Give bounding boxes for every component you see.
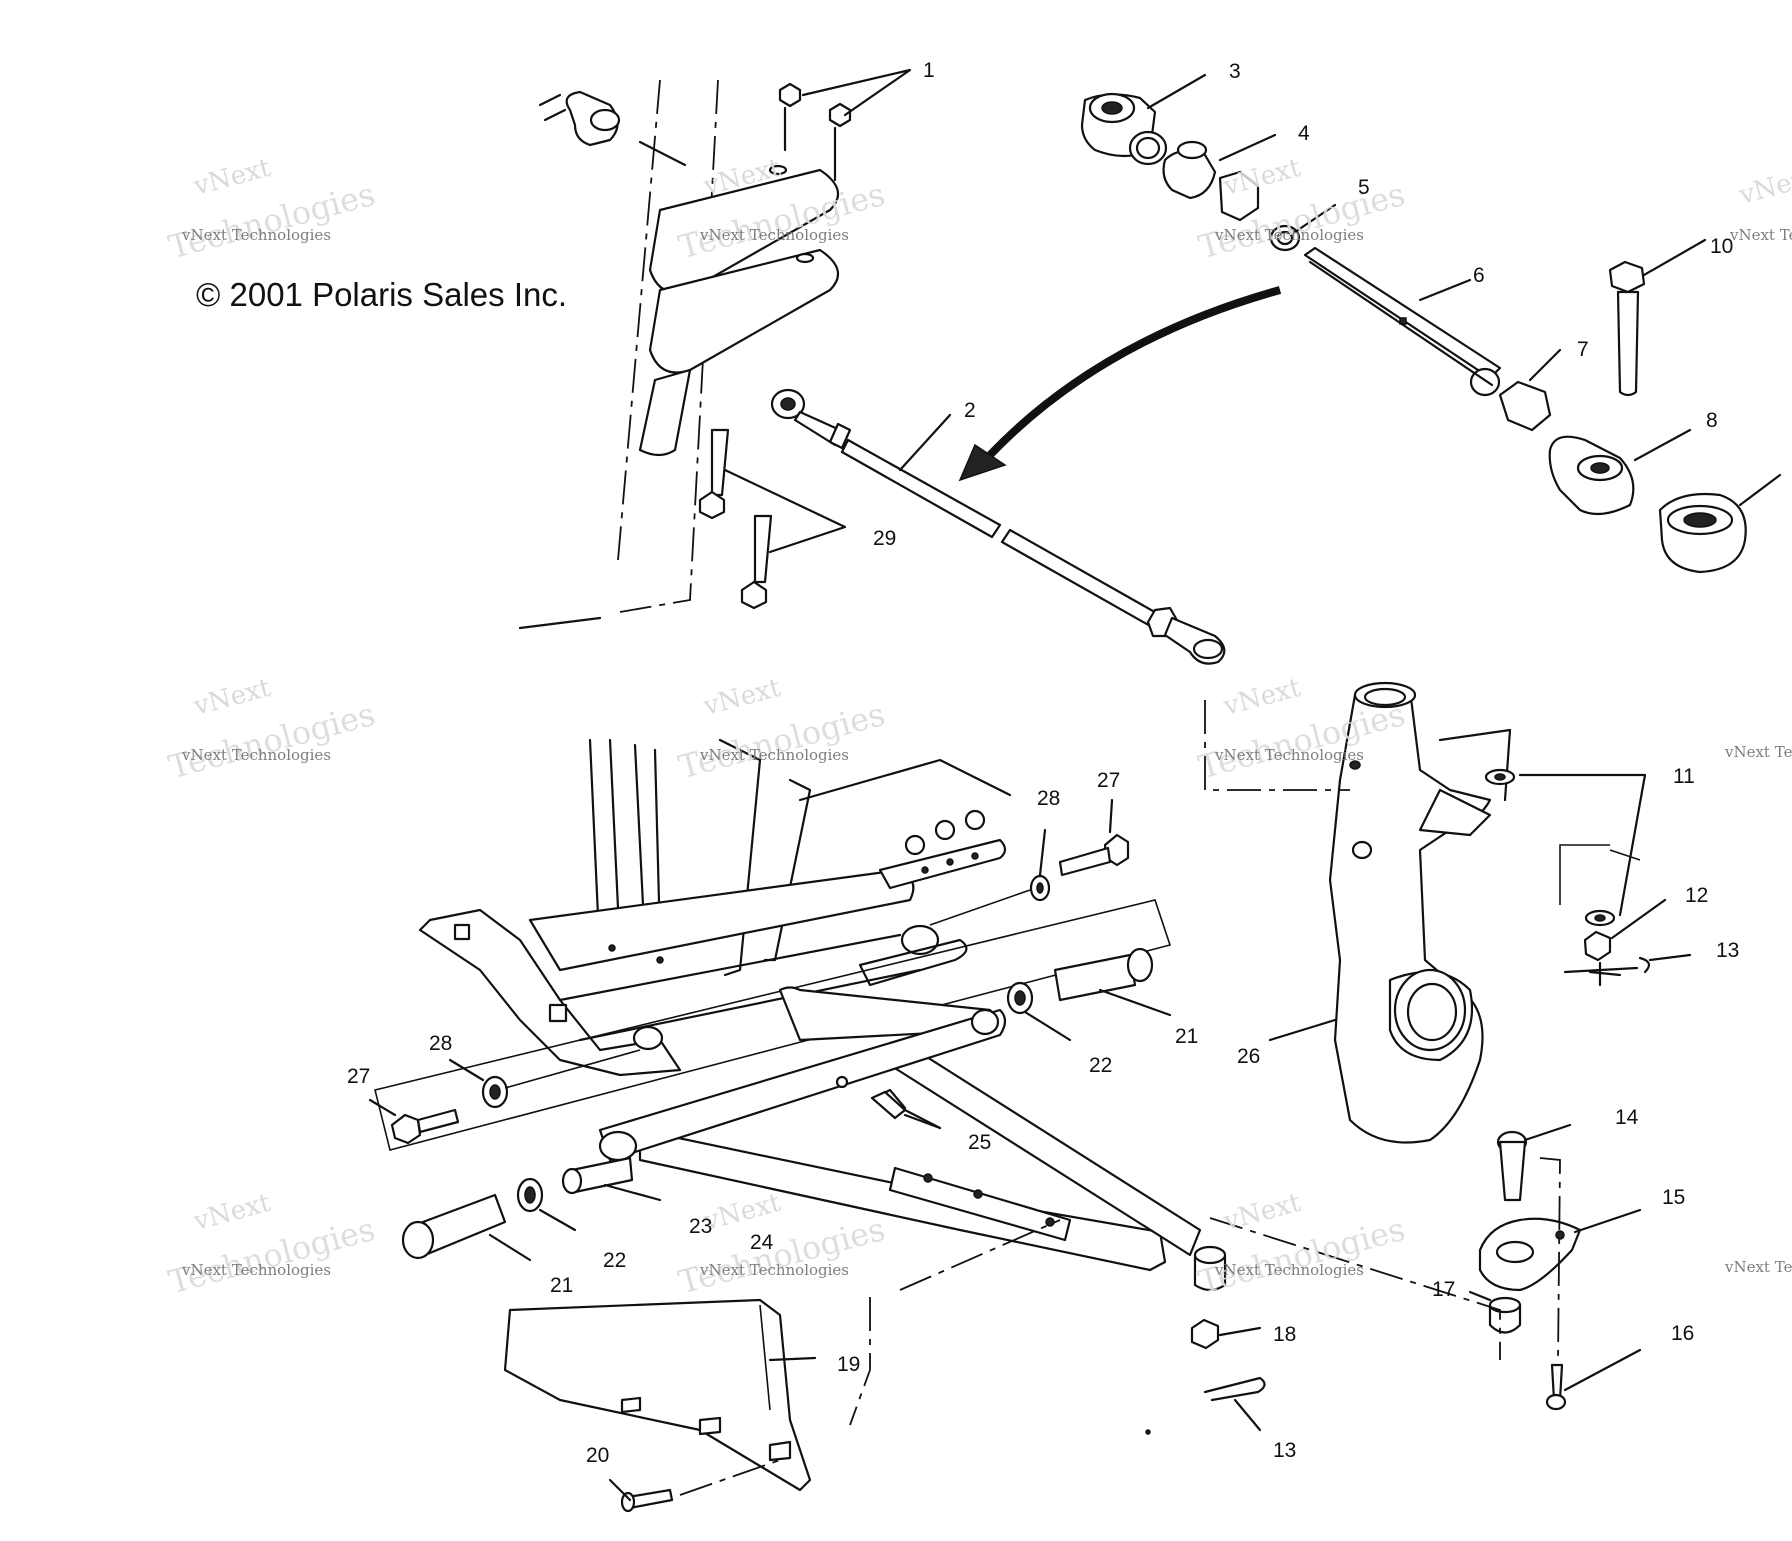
callout-25: 25 [968,1131,991,1154]
callout-21-upper: 21 [1175,1025,1198,1048]
watermark-line2: vNext Technologies [1214,1261,1364,1279]
watermark-line1: vNext [1735,162,1792,212]
callout-7: 7 [1577,338,1589,361]
callout-29: 29 [873,527,896,550]
callout-13: 13 [1716,939,1739,962]
callout-28-lower: 28 [429,1032,452,1055]
callout-1: 1 [923,59,935,82]
watermark-line2: vNext Technologies [181,746,331,764]
watermark-line1: vNext [1220,1188,1305,1238]
callout-20: 20 [586,1444,609,1467]
watermark-line1: vNext [700,1188,785,1238]
callout-6: 6 [1473,264,1485,287]
watermark-line1: vNext [1220,153,1305,203]
watermark-line2: vNext Technologies [1214,226,1364,244]
upper-right-parts [1080,73,1782,574]
callout-14: 14 [1615,1106,1639,1129]
watermark-line2: vNext Technologies [1214,746,1364,764]
callout-18: 18 [1273,1323,1296,1346]
watermark-line1: vNext [1220,673,1305,723]
watermark-line1: vNext [700,673,785,723]
callout-26: 26 [1237,1045,1260,1068]
chassis-frame [418,738,1012,1077]
callout-labels: 1 2 3 4 5 6 7 8 10 29 11 12 13 27 28 21 … [347,59,1739,1467]
watermark-line2: vNext Technologies [699,226,849,244]
watermark-line2: vNext Technologies [181,226,331,244]
spindle-knuckle [1268,681,1492,1144]
watermark-line2: vNext Technologies [699,746,849,764]
watermark-line2: vNext Technologies [1729,226,1792,244]
callout-27-lower: 27 [347,1065,370,1088]
direction-arrow [958,286,1282,482]
callout-10: 10 [1710,235,1733,258]
watermark-line2: vNext Technologies [1724,1258,1792,1276]
callout-5: 5 [1358,176,1370,199]
bushings-and-bolts [368,798,1172,1262]
knuckle-hardware [1145,700,1692,1435]
callout-22-lower: 22 [603,1249,626,1272]
tie-rod-assembly [770,388,1226,665]
watermark-line2: vNext Technologies [1724,743,1792,761]
callout-8: 8 [1706,409,1718,432]
callout-24: 24 [750,1231,774,1254]
skid-plate [503,1219,1061,1513]
copyright-text: © 2001 Polaris Sales Inc. [196,276,567,313]
callout-22-upper: 22 [1089,1054,1112,1077]
callout-19: 19 [837,1353,860,1376]
callout-12: 12 [1685,884,1708,907]
grease-fitting-25 [870,1090,942,1130]
steering-post-assembly [518,68,912,630]
watermark-line2: vNext Technologies [699,1261,849,1279]
callout-17: 17 [1432,1278,1455,1301]
bolt-29-pair [698,428,847,610]
watermark-line1: vNext [190,153,275,203]
callout-4: 4 [1298,122,1310,145]
callout-27-upper: 27 [1097,769,1120,792]
watermark-line1: vNext [190,1188,275,1238]
callout-23: 23 [689,1215,712,1238]
watermark-line2: vNext Technologies [181,1261,331,1279]
callout-13-lower: 13 [1273,1439,1296,1462]
callout-21-lower: 21 [550,1274,573,1297]
callout-2: 2 [964,399,976,422]
watermark-line1: vNext [190,673,275,723]
a-arm-assembly [374,899,1227,1292]
callout-16: 16 [1671,1322,1694,1345]
callout-15: 15 [1662,1186,1685,1209]
callout-3: 3 [1229,60,1241,83]
callout-11: 11 [1673,765,1695,788]
callout-28-upper: 28 [1037,787,1060,810]
